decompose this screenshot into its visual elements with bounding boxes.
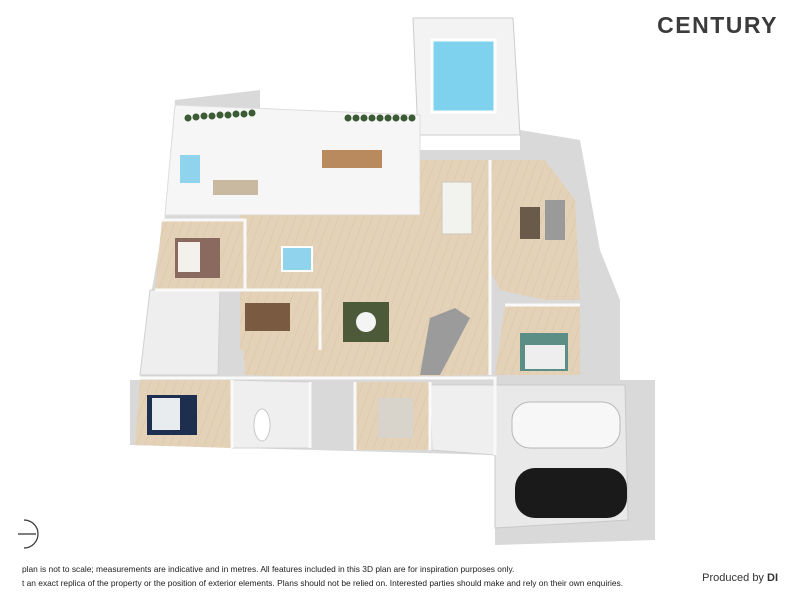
bedroom-3 xyxy=(135,380,232,448)
bedroom-2 xyxy=(240,290,320,350)
disclaimer-line-1: plan is not to scale; measurements are i… xyxy=(22,564,515,574)
pool-area xyxy=(412,17,521,136)
ensuite xyxy=(139,289,221,376)
bedroom-4 xyxy=(355,382,432,450)
master-bedroom xyxy=(495,305,580,375)
produced-by-label: Produced by xyxy=(702,572,764,584)
produced-by: Produced by DI xyxy=(702,572,778,584)
floor-plan xyxy=(18,17,655,549)
laundry xyxy=(429,384,496,456)
walls xyxy=(140,160,580,455)
brand-logo: CENTURY xyxy=(657,12,778,38)
disclaimer-line-2: t an exact replica of the property or th… xyxy=(22,578,624,588)
bedroom-1 xyxy=(155,220,245,290)
compass-icon xyxy=(18,519,39,549)
produced-by-mark: DI xyxy=(767,572,778,584)
garage xyxy=(494,384,629,529)
family-room xyxy=(490,160,580,300)
bathroom xyxy=(231,379,311,449)
outdoor-patio xyxy=(164,104,421,216)
